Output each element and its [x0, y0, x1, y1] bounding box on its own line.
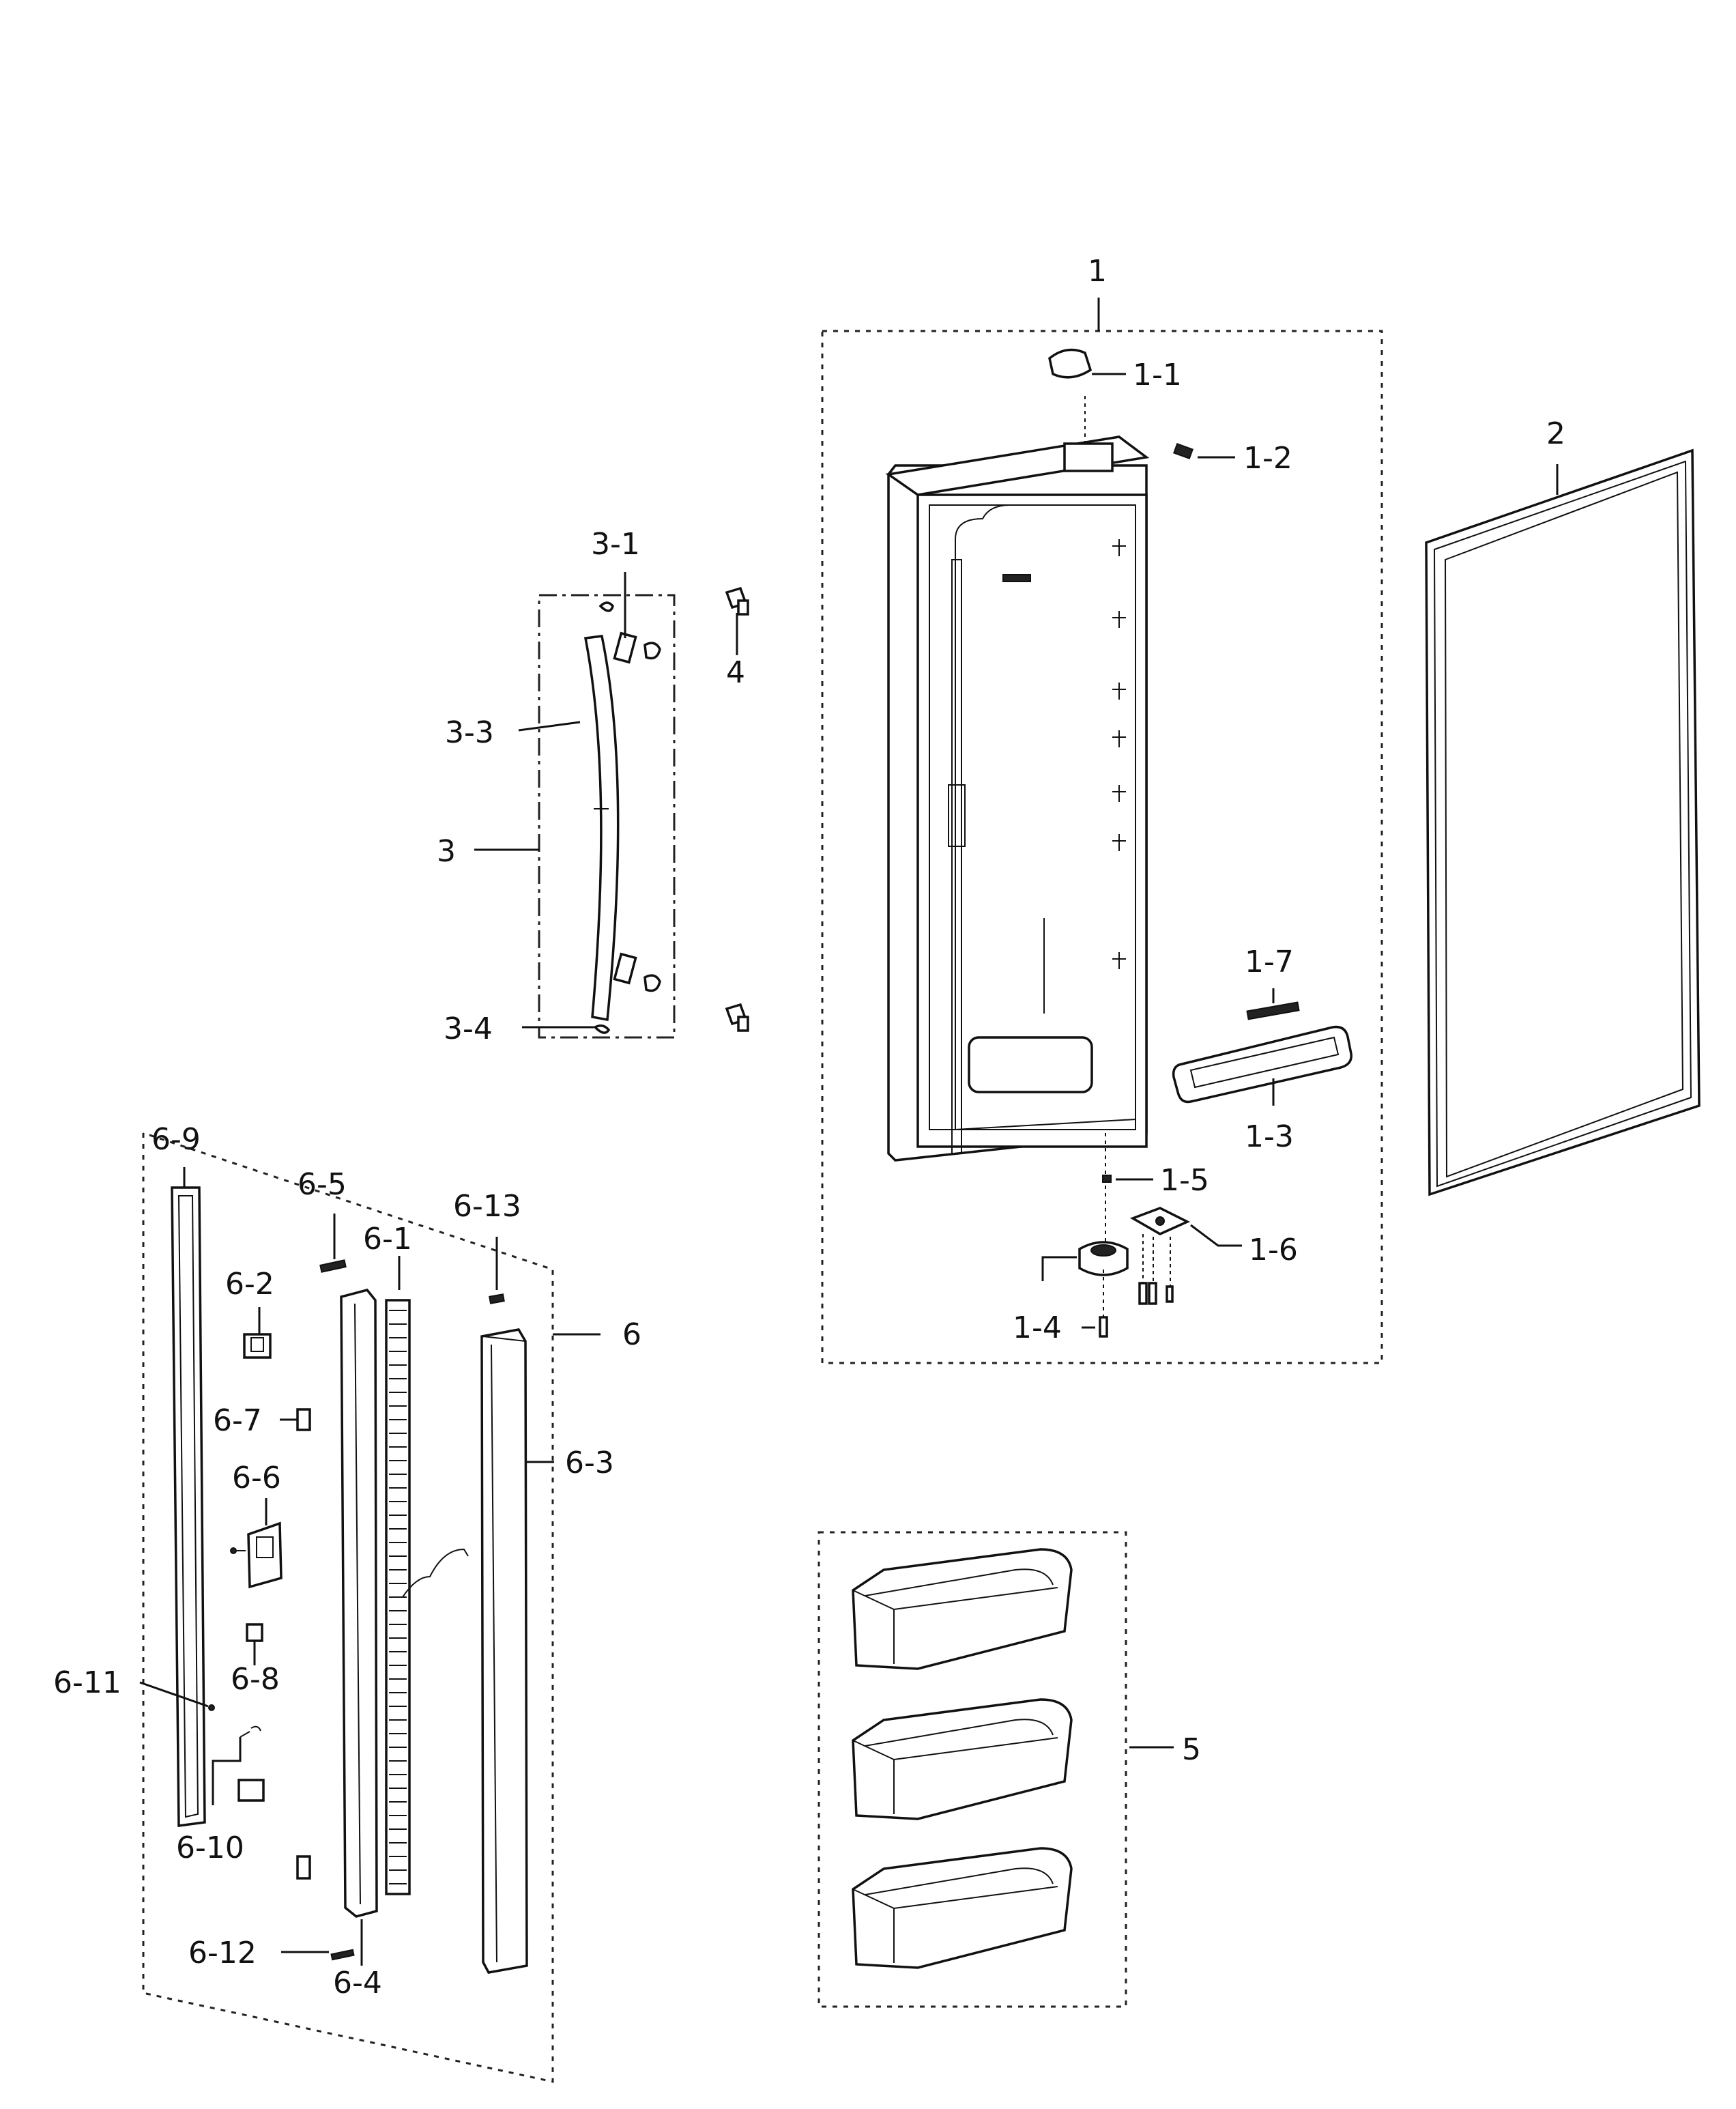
part-6-3-cover: 6-3	[480, 1328, 614, 1974]
label-1-1: 1-1	[1133, 358, 1182, 392]
door-body	[885, 396, 1150, 1162]
label-1-2: 1-2	[1243, 441, 1292, 476]
label-4: 4	[726, 655, 745, 690]
label-6-5: 6-5	[298, 1167, 347, 1202]
label-6-10: 6-10	[176, 1831, 244, 1865]
label-1-4: 1-4	[1013, 1310, 1062, 1345]
label-1: 1	[1088, 254, 1107, 289]
door-bin-middle	[852, 1698, 1073, 1820]
label-6-1: 6-1	[363, 1222, 412, 1257]
part-1-2-cap: 1-2	[1173, 441, 1292, 476]
label-6: 6	[622, 1317, 641, 1352]
label-6-8: 6-8	[231, 1662, 280, 1697]
label-1-5: 1-5	[1160, 1163, 1209, 1198]
part-6-11-screw: 6-11	[53, 1665, 215, 1711]
part-1-3-pocket: 1-3	[1172, 1025, 1352, 1154]
label-6-6: 6-6	[232, 1461, 281, 1495]
label-6-13: 6-13	[453, 1189, 521, 1224]
part-6-6-switch: 6-6	[230, 1461, 283, 1589]
label-1-6: 1-6	[1249, 1233, 1298, 1267]
label-3-1: 3-1	[591, 527, 640, 562]
part-6-10-wire-clip: 6-10	[176, 1725, 311, 1880]
part-6-12-screw: 6-12	[188, 1936, 355, 1970]
label-3: 3	[437, 834, 456, 869]
label-6-9: 6-9	[151, 1122, 201, 1157]
door-bin-bottom	[852, 1847, 1073, 1969]
label-1-3: 1-3	[1245, 1119, 1294, 1154]
part-6-2-holder: 6-2	[225, 1267, 274, 1359]
label-6-4: 6-4	[333, 1966, 382, 2000]
part-6-4-heater: 6-4	[333, 1299, 469, 2000]
label-1-7: 1-7	[1245, 945, 1294, 979]
label-5: 5	[1182, 1732, 1201, 1767]
label-6-12: 6-12	[188, 1936, 257, 1970]
part-2-door-gasket: 2	[1425, 416, 1701, 1196]
part-6-1-duct: 6-1	[340, 1222, 412, 1966]
label-6-2: 6-2	[225, 1267, 274, 1302]
group-6-trim-assembly: 6 6-9 6-5 6-2 6-7	[53, 1122, 641, 2083]
part-6-9-frame: 6-9	[151, 1122, 206, 1827]
label-6-3: 6-3	[565, 1446, 614, 1480]
group-5-door-bins: 5	[818, 1531, 1201, 2008]
group-1-door-assembly: 1 1-1 1-2	[821, 254, 1383, 1364]
label-3-4: 3-4	[444, 1012, 493, 1046]
label-3-3: 3-3	[445, 715, 494, 750]
part-6-8-clip: 6-8	[231, 1623, 280, 1697]
part-6-7-plug: 6-7	[213, 1403, 311, 1438]
part-1-6-bracket: 1-6	[1129, 1207, 1298, 1305]
label-2: 2	[1546, 416, 1565, 451]
part-6-13-cap: 6-13	[453, 1189, 521, 1304]
label-6-11: 6-11	[53, 1665, 121, 1700]
part-1-1-hinge-cap: 1-1	[1048, 348, 1182, 392]
part-4-screws: 4	[725, 586, 749, 1032]
part-1-5-pin: 1-5	[1102, 1133, 1209, 1242]
part-1-7-strip: 1-7	[1245, 945, 1300, 1020]
group-3-handle: 3-1 3-3 3 3-4	[437, 527, 676, 1046]
door-bin-top	[852, 1548, 1073, 1670]
part-6-5-clip: 6-5	[298, 1167, 347, 1273]
part-1-4-lower-hinge: 1-4	[1013, 1241, 1129, 1345]
label-6-7: 6-7	[213, 1403, 262, 1438]
